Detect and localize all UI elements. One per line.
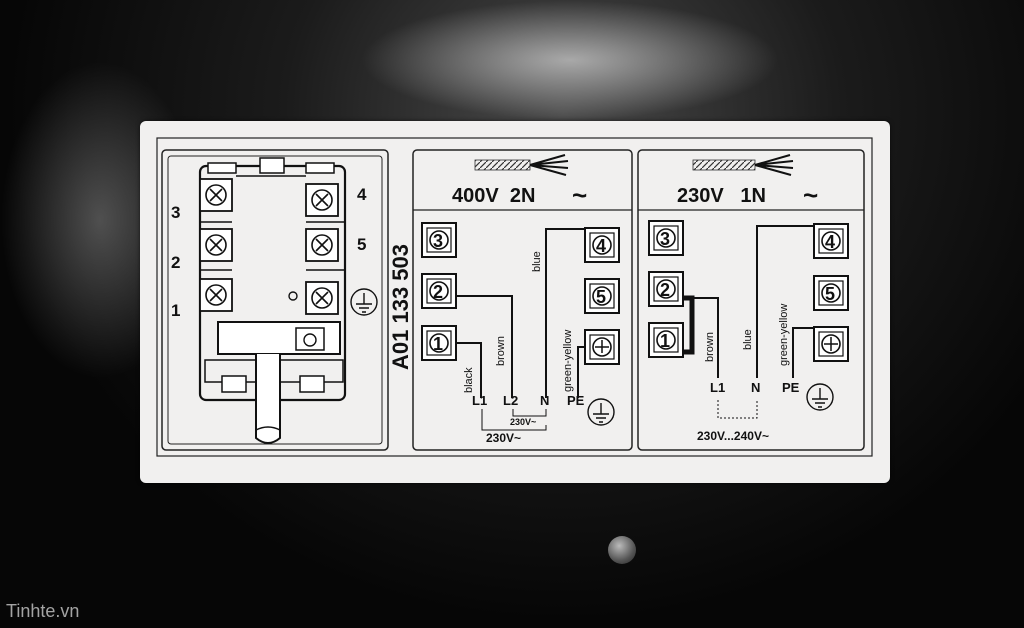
terminal-label-5: 5 (357, 235, 366, 254)
terminal-3-icon (199, 178, 233, 212)
terminal-num: 5 (825, 284, 835, 304)
earth-mark-icon (595, 340, 609, 353)
ground-icon (350, 288, 378, 316)
terminal-num: 3 (660, 229, 670, 249)
tilde-400v: ~ (572, 180, 587, 210)
ground-icon (587, 398, 615, 426)
terminal-num: 5 (596, 287, 606, 307)
terminal-5-icon (305, 228, 339, 262)
terminal-label-4: 4 (357, 185, 367, 204)
wire-label-blue: blue (742, 329, 754, 350)
voltage-230: 230V~ (486, 431, 521, 445)
wire-label-brown: brown (495, 336, 507, 366)
terminal-num: 2 (660, 280, 670, 300)
wire-label-green-yellow: green-yellow (562, 330, 574, 392)
line-label-l2: L2 (503, 393, 518, 408)
wire-label-blue: blue (531, 251, 543, 272)
line-label-pe: PE (782, 380, 800, 395)
screw-icon (608, 536, 636, 564)
terminal-num: 3 (433, 231, 443, 251)
line-label-l1: L1 (472, 393, 487, 408)
terminal-4-icon (305, 183, 339, 217)
terminal-block-panel: 3 2 1 4 5 (161, 149, 389, 451)
terminal-label-2: 2 (171, 253, 180, 272)
title-230v: 230V 1N (677, 185, 766, 207)
earth-mark-icon (824, 337, 838, 351)
line-label-n: N (540, 393, 549, 408)
wire-label-black: black (463, 367, 475, 393)
terminal-1-icon (199, 278, 233, 312)
terminal-num: 1 (433, 334, 443, 354)
part-number: A01 133 503 (388, 244, 413, 370)
terminal-label-3: 3 (171, 203, 180, 222)
line-label-l1: L1 (710, 380, 725, 395)
terminal-label-1: 1 (171, 301, 180, 320)
voltage-range: 230V...240V~ (697, 429, 769, 443)
wire-label-green-yellow: green-yellow (778, 304, 790, 366)
terminal-2-icon (199, 228, 233, 262)
light-glare (360, 0, 780, 120)
terminal-num: 4 (825, 232, 835, 252)
terminal-num: 1 (660, 331, 670, 351)
wire-label-brown: brown (704, 332, 716, 362)
tilde-230v: ~ (803, 180, 818, 210)
terminal-num: 4 (596, 236, 606, 256)
terminal-num: 2 (433, 282, 443, 302)
terminal-pe-icon (305, 281, 339, 315)
panel-400v: 400V 2N ~ 3 2 1 4 5 black brown blue gre… (412, 149, 633, 451)
ground-icon (806, 383, 834, 411)
line-label-pe: PE (567, 393, 585, 408)
panel-230v: 230V 1N ~ 3 2 1 4 5 brown blue green-yel… (637, 149, 865, 451)
title-400v: 400V 2N (452, 185, 535, 207)
watermark: Tinhte.vn (6, 601, 80, 621)
voltage-small: 230V~ (510, 417, 536, 427)
line-label-n: N (751, 380, 760, 395)
